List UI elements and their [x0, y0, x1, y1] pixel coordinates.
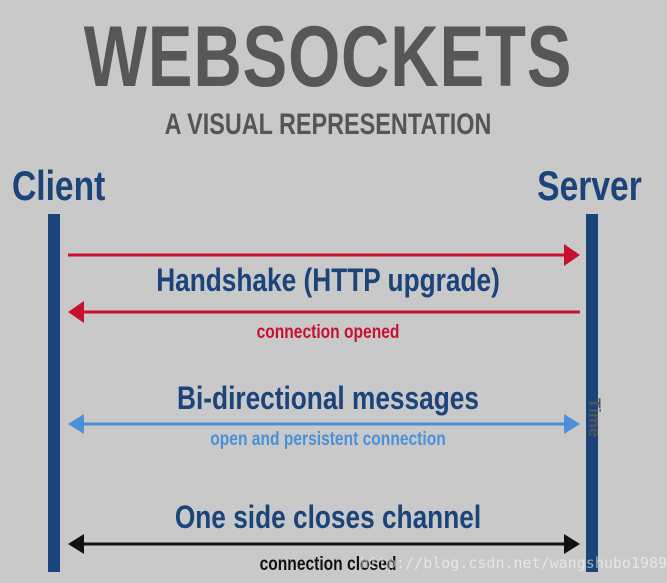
- bidirectional-label: Bi-directional messages: [177, 380, 479, 416]
- close-channel-label: One side closes channel: [174, 499, 482, 535]
- page-subtitle: A VISUAL REPRESENTATION: [164, 108, 492, 141]
- handshake-response-arrow: [68, 301, 580, 323]
- bidirectional-arrow: [68, 414, 580, 434]
- connection-opened-note: connection opened: [256, 322, 400, 343]
- client-label: Client: [12, 162, 106, 209]
- server-lifeline: [586, 214, 598, 572]
- handshake-label: Handshake (HTTP upgrade): [156, 262, 500, 298]
- close-channel-arrow: [68, 534, 580, 554]
- server-label: Server: [537, 162, 642, 209]
- handshake-request-arrow: [68, 244, 580, 266]
- connection-closed-note: connection closed: [259, 554, 397, 575]
- page-title: WEBSOCKETS: [83, 9, 573, 105]
- time-axis-label: Time: [585, 398, 604, 438]
- watermark: http://blog.csdn.net/wangshubo1989: [360, 554, 667, 572]
- client-lifeline: [48, 214, 60, 572]
- persistent-connection-note: open and persistent connection: [210, 429, 446, 450]
